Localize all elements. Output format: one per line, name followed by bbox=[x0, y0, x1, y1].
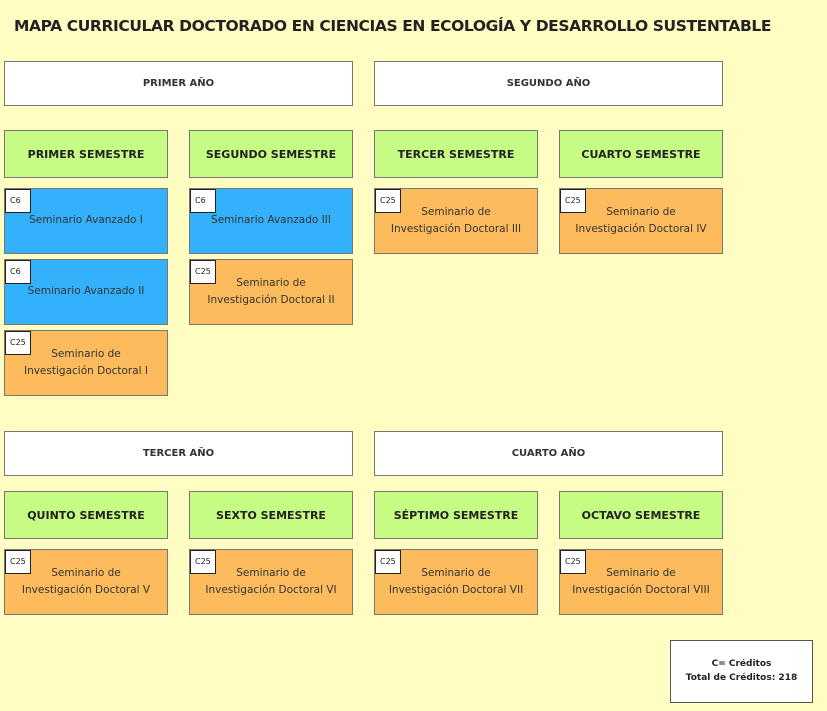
semester-header-2: SEGUNDO SEMESTRE bbox=[189, 130, 353, 178]
course-name: Seminario de Investigación Doctoral V bbox=[21, 566, 151, 596]
course-card: C25 Seminario de Investigación Doctoral … bbox=[374, 188, 538, 254]
legend-credit-definition: C= Créditos bbox=[711, 659, 772, 669]
semester-header-4: CUARTO SEMESTRE bbox=[559, 130, 723, 178]
course-name: Seminario de Investigación Doctoral VI bbox=[205, 566, 337, 596]
course-card: C25 Seminario de Investigación Doctoral … bbox=[559, 188, 723, 254]
credits-legend: C= Créditos Total de Créditos: 218 bbox=[670, 640, 813, 703]
course-card: C6 Seminario Avanzado III bbox=[189, 188, 353, 254]
course-name: Seminario de Investigación Doctoral II bbox=[207, 276, 335, 306]
credit-badge: C25 bbox=[375, 189, 401, 213]
credit-badge: C25 bbox=[190, 550, 216, 574]
course-card: C6 Seminario Avanzado II bbox=[4, 259, 168, 325]
semester-header-8: OCTAVO SEMESTRE bbox=[559, 491, 723, 539]
credit-badge: C25 bbox=[5, 550, 31, 574]
course-name: Seminario de Investigación Doctoral III bbox=[390, 205, 522, 235]
credit-badge: C25 bbox=[190, 260, 216, 284]
course-card: C25 Seminario de Investigación Doctoral … bbox=[374, 549, 538, 615]
page-title: MAPA CURRICULAR DOCTORADO EN CIENCIAS EN… bbox=[14, 17, 772, 35]
semester-header-5: QUINTO SEMESTRE bbox=[4, 491, 168, 539]
credit-badge: C6 bbox=[190, 189, 216, 213]
year-header-2: SEGUNDO AÑO bbox=[374, 61, 723, 106]
course-name: Seminario de Investigación Doctoral VIII bbox=[572, 566, 710, 596]
course-card: C6 Seminario Avanzado I bbox=[4, 188, 168, 254]
credit-badge: C25 bbox=[5, 331, 31, 355]
course-card: C25 Seminario de Investigación Doctoral … bbox=[559, 549, 723, 615]
credit-badge: C25 bbox=[560, 550, 586, 574]
course-name: Seminario Avanzado III bbox=[211, 214, 331, 227]
legend-total-credits: Total de Créditos: 218 bbox=[685, 672, 798, 683]
course-name: Seminario Avanzado II bbox=[27, 285, 145, 298]
credit-badge: C25 bbox=[560, 189, 586, 213]
credit-badge: C6 bbox=[5, 260, 31, 284]
course-card: C25 Seminario de Investigación Doctoral … bbox=[4, 549, 168, 615]
course-card: C25 Seminario de Investigación Doctoral … bbox=[189, 259, 353, 325]
year-header-4: CUARTO AÑO bbox=[374, 431, 723, 476]
semester-header-1: PRIMER SEMESTRE bbox=[4, 130, 168, 178]
course-card: C25 Seminario de Investigación Doctoral … bbox=[4, 330, 168, 396]
course-name: Seminario de Investigación Doctoral IV bbox=[575, 205, 707, 235]
semester-header-3: TERCER SEMESTRE bbox=[374, 130, 538, 178]
year-header-1: PRIMER AÑO bbox=[4, 61, 353, 106]
credit-badge: C25 bbox=[375, 550, 401, 574]
course-name: Seminario Avanzado I bbox=[29, 214, 143, 227]
course-card: C25 Seminario de Investigación Doctoral … bbox=[189, 549, 353, 615]
semester-header-6: SEXTO SEMESTRE bbox=[189, 491, 353, 539]
year-header-3: TERCER AÑO bbox=[4, 431, 353, 476]
semester-header-7: SÉPTIMO SEMESTRE bbox=[374, 491, 538, 539]
course-name: Seminario de Investigación Doctoral VII bbox=[388, 566, 524, 596]
course-name: Seminario de Investigación Doctoral I bbox=[23, 347, 149, 377]
credit-badge: C6 bbox=[5, 189, 31, 213]
